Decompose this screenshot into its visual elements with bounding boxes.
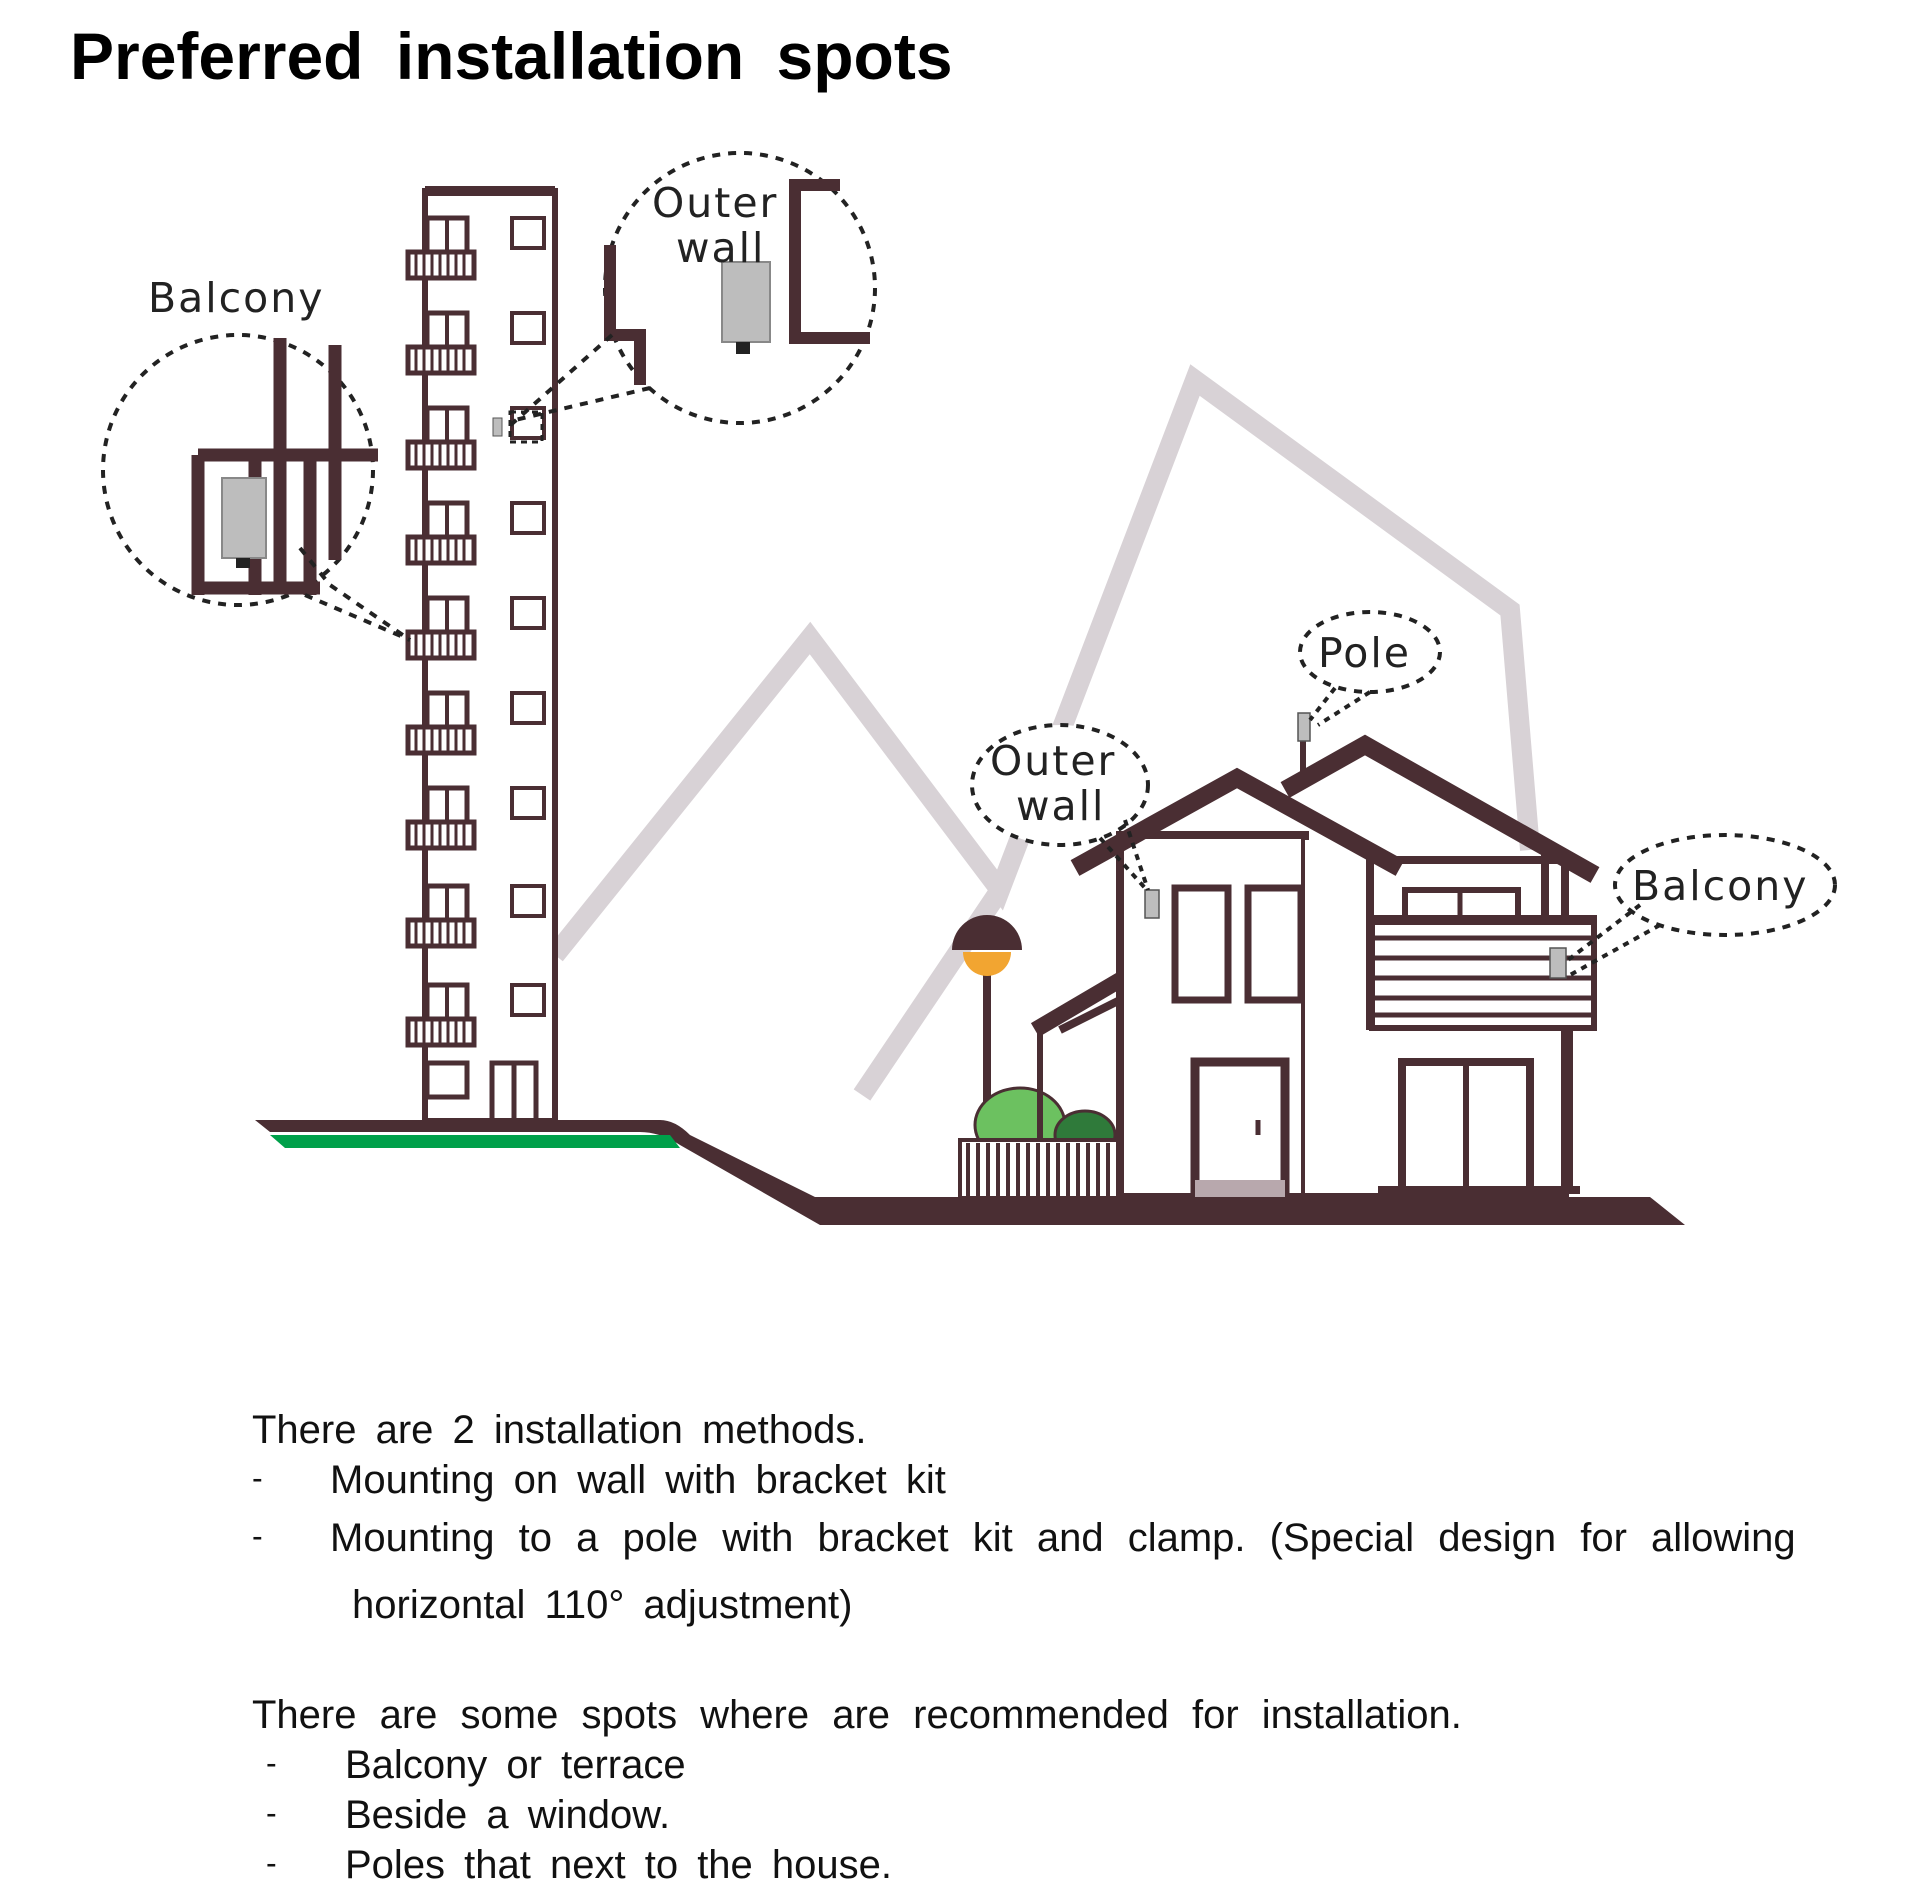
label-pole: Pole [1318,629,1411,677]
spots-item-2: Beside a window. [345,1793,670,1838]
spots-intro: There are some spots where are recommend… [252,1693,1462,1738]
label-outer-wall-top-1: Outer [652,179,778,227]
spots-item-3: Poles that next to the house. [345,1843,892,1888]
pole-device [1298,713,1310,741]
methods-item-2: Mounting to a pole with bracket kit and … [330,1516,1796,1561]
spots-dash-1: - [266,1745,277,1782]
fence [968,1143,1108,1196]
spots-dash-3: - [266,1845,277,1882]
methods-item-2-continuation: horizontal 110° adjustment) [352,1583,852,1628]
label-balcony-left: Balcony [148,274,325,322]
methods-item-1: Mounting on wall with bracket kit [330,1458,946,1503]
label-balcony-right: Balcony [1632,862,1809,910]
methods-dash-2: - [252,1518,263,1555]
spots-item-1: Balcony or terrace [345,1743,686,1788]
house-balcony-device [1550,948,1566,978]
label-outer-wall-top-2: wall [676,224,765,272]
methods-dash-1: - [252,1460,263,1497]
spots-dash-2: - [266,1795,277,1832]
tower-wall-device [493,418,502,436]
label-outer-wall-house-1: Outer [990,737,1116,785]
label-outer-wall-house-2: wall [1016,782,1105,830]
balcony-zoom-bubble [103,335,410,640]
house-wall-device [1145,890,1159,918]
methods-intro: There are 2 installation methods. [252,1408,867,1453]
